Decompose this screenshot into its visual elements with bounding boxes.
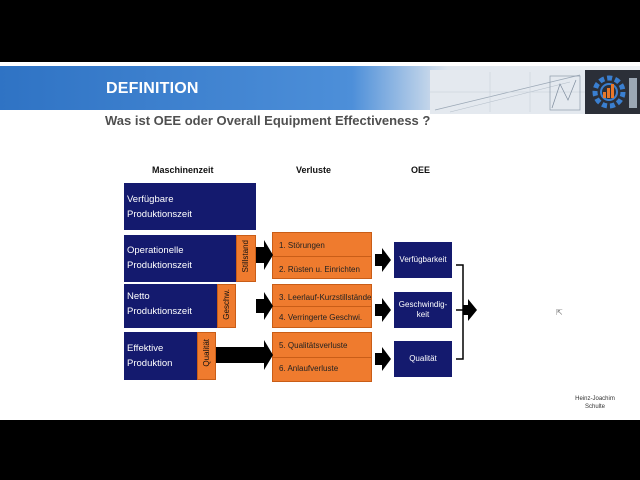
- loss-box-speed: 3. Leerlauf-Kurzstillstände 4. Verringer…: [272, 284, 372, 328]
- arrow-right-icon: [375, 347, 391, 371]
- block-label-line1: Effektive: [127, 343, 164, 354]
- column-header-oee: OEE: [411, 165, 431, 175]
- block-label-line1: Netto: [127, 291, 150, 302]
- author-line1: Heinz-Joachim: [575, 396, 615, 402]
- blueprint-decoration-icon: [430, 70, 590, 114]
- oee-factor-qualitaet: Qualität: [394, 341, 452, 377]
- slide: DEFINITION Was ist OEE oder Overall Equi…: [0, 62, 640, 420]
- gear-chart-logo-icon: [585, 70, 640, 114]
- loss-item-5: 5. Qualitätsverluste: [279, 341, 348, 350]
- block-label-line2: Produktion: [127, 358, 173, 369]
- block-label-line1: Operationelle: [127, 245, 184, 256]
- arrow-right-icon: [375, 248, 391, 272]
- block-verfuegbare-produktionszeit: Verfügbare Produktionszeit: [124, 183, 256, 230]
- subtitle: Was ist OEE oder Overall Equipment Effec…: [105, 113, 431, 128]
- loss-divider: [273, 357, 371, 358]
- arrow-right-icon: [216, 340, 273, 370]
- oee-factor-geschwindigkeit: Geschwindig-keit: [394, 292, 452, 328]
- oee-factor-verfuegbarkeit: Verfügbarkeit: [394, 242, 452, 278]
- oee-factor-label: Verfügbarkeit: [399, 255, 447, 264]
- arrow-right-icon: [375, 298, 391, 322]
- header-bar: DEFINITION: [0, 66, 640, 114]
- loss-item-4: 4. Verringerte Geschwi.: [279, 313, 363, 322]
- loss-item-2: 2. Rüsten u. Einrichten: [279, 265, 360, 274]
- flow-arrows: [216, 240, 477, 371]
- oee-factor-label-line2: keit: [416, 310, 430, 319]
- block-label-line2: Produktionszeit: [127, 260, 192, 271]
- block-label-line1: Verfügbare: [127, 194, 174, 205]
- loss-item-1: 1. Störungen: [279, 241, 325, 250]
- block-operationelle-produktionszeit: Operationelle Produktionszeit: [124, 235, 256, 282]
- loss-divider: [273, 256, 371, 257]
- loss-divider: [273, 306, 371, 307]
- loss-item-6: 6. Anlaufverluste: [279, 364, 339, 373]
- tag-geschw: Geschw.: [217, 284, 236, 328]
- oee-factor-label: Geschwindig-: [398, 300, 448, 309]
- slide-title: DEFINITION: [106, 80, 199, 97]
- column-header-maschinenzeit: Maschinenzeit: [152, 165, 214, 175]
- arrow-right-icon: [463, 299, 477, 321]
- arrow-right-icon: [256, 292, 273, 320]
- oee-factor-label: Qualität: [409, 354, 437, 363]
- author-line2: Schulte: [584, 404, 605, 410]
- block-label-line2: Produktionszeit: [127, 306, 192, 317]
- column-header-verluste: Verluste: [296, 165, 332, 175]
- bracket-icon: [456, 264, 464, 360]
- tag-qualitaet: Qualität: [197, 332, 216, 380]
- loss-box-quality: 5. Qualitätsverluste 6. Anlaufverluste: [272, 332, 372, 382]
- loss-box-availability: 1. Störungen 2. Rüsten u. Einrichten: [272, 232, 372, 279]
- loss-item-3: 3. Leerlauf-Kurzstillstände: [279, 293, 372, 302]
- arrow-right-icon: [256, 240, 273, 270]
- author-credit: Heinz-Joachim Schulte: [575, 395, 615, 411]
- tag-stillstand: Stillstand: [236, 235, 256, 282]
- block-label-line2: Produktionszeit: [127, 209, 192, 220]
- mouse-cursor-icon: ⇱: [556, 308, 563, 317]
